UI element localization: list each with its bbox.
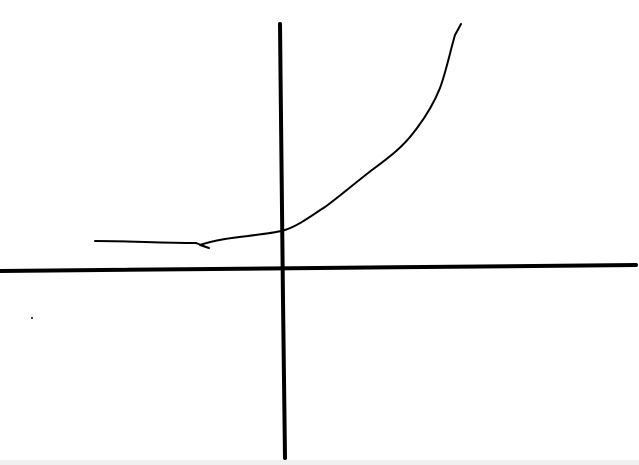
stray-dot: [31, 317, 33, 319]
bottom-strip: [0, 460, 639, 465]
x-axis: [0, 263, 638, 273]
exponential-growth-curve: [94, 23, 462, 249]
y-axis: [278, 22, 287, 460]
